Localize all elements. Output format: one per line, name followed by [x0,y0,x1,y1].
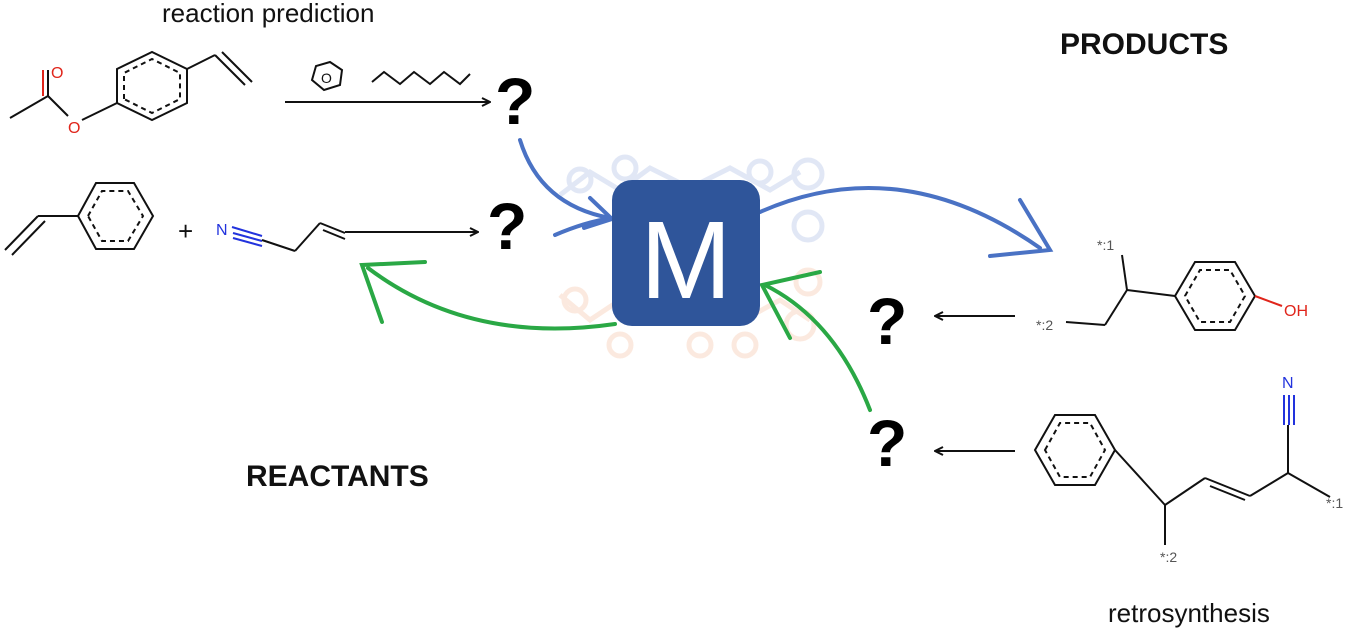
caption-products: PRODUCTS [1060,28,1229,61]
attach-point-1-retro: *:1 [1326,495,1343,511]
attach-point-1-product: *:1 [1097,237,1114,253]
molecule-phenol-product [1065,254,1283,331]
question-mark-product-2: ? [487,189,528,263]
molecule-acrylonitrile [231,222,346,252]
attach-point-2-retro: *:2 [1160,549,1177,565]
molecule-styrene [4,182,155,256]
atom-oxygen-thf: O [321,70,332,86]
reverse-flow-arrows [359,260,872,412]
attach-point-2-product: *:2 [1036,317,1053,333]
atom-hydroxyl: OH [1284,303,1308,320]
atom-nitrogen-acrylonitrile: N [216,222,228,239]
question-mark-reactant-2: ? [867,406,908,480]
model-badge: M [612,180,760,326]
question-mark-reactant-1: ? [867,284,908,358]
plus-sign: + [178,216,193,246]
molecule-retro-target [1033,395,1331,545]
caption-retrosynthesis: retrosynthesis [1108,598,1270,628]
model-letter: M [640,199,732,322]
molecule-thf [310,60,344,92]
molecule-heptane [371,70,471,86]
caption-reaction-prediction: reaction prediction [162,0,375,28]
forward-flow-arrows [518,138,1054,258]
atom-oxygen-carbonyl: O [51,65,63,82]
question-mark-product-1: ? [495,64,536,138]
atom-oxygen-ester: O [68,120,80,137]
caption-reactants: REACTANTS [246,460,429,493]
molecule-acetoxystyrene [9,50,253,122]
atom-nitrogen-retro: N [1282,375,1294,392]
